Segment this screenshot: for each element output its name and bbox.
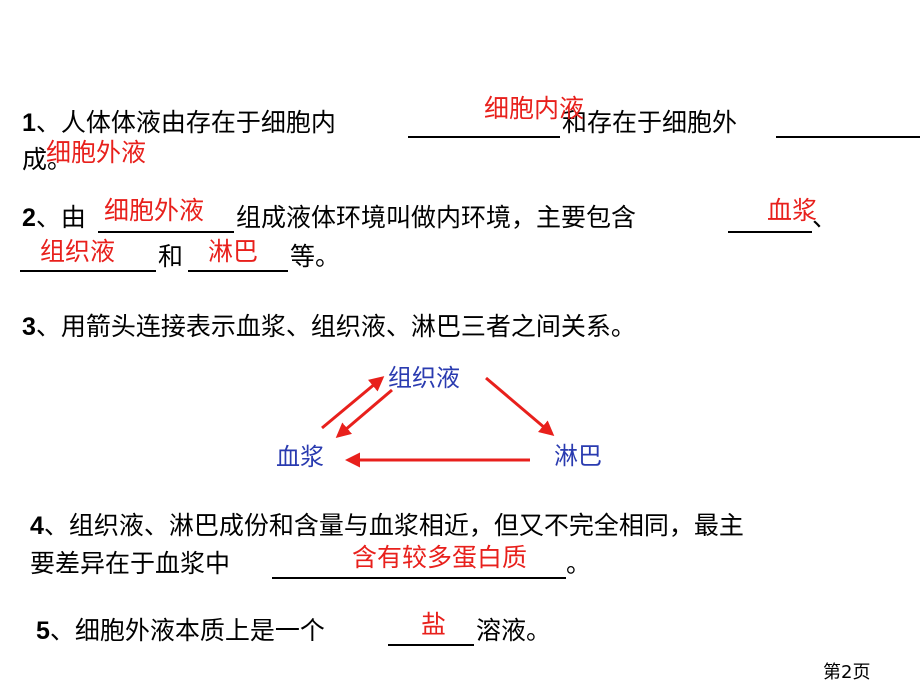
q4-number: 4 [30,512,44,540]
q5-text-a: 、细胞外液本质上是一个 [49,616,325,645]
q2-answer-2: 血浆 [767,196,818,225]
q2-blank-3[interactable] [20,270,156,272]
node-tissue-fluid: 组织液 [388,364,460,392]
node-plasma: 血浆 [276,443,324,471]
node-lymph: 淋巴 [554,442,602,470]
q1-line1: 1、人体体液由存在于细胞内 [22,108,336,138]
q1-blank-2[interactable] [776,136,920,138]
q2-text-d: 和 [158,242,184,271]
q2-answer-3: 组织液 [40,237,116,266]
q2-blank-1[interactable] [98,231,234,233]
q2-text-b: 组成液体环境叫做内环境，主要包含 [236,203,637,232]
q4-text-a: 、组织液、淋巴成份和含量与血浆相近，但又不完全相同，最主 [43,511,744,540]
q4-line1: 4、组织液、淋巴成份和含量与血浆相近，但又不完全相同，最主 [30,511,744,541]
q2-blank-4[interactable] [188,270,288,272]
arrow-plasma-to-tissue-fluid [321,376,385,430]
q4-text-c: 。 [566,549,592,578]
q1-text-c: 成。 [22,145,73,174]
q2-answer-4: 淋巴 [208,237,259,266]
q2-text-a: 、由 [35,203,86,232]
q4-text-b: 要差异在于血浆中 [30,549,231,578]
q1-number: 1 [22,109,36,137]
q3-number: 3 [22,313,36,341]
arrow-tissue-fluid-to-plasma [335,388,393,438]
q2-text-c: 、 [812,203,838,232]
q3-line: 3、用箭头连接表示血浆、组织液、淋巴三者之间关系。 [22,312,636,342]
q1-text-b: 和存在于细胞外 [562,108,738,137]
q1-text-a: 、人体体液由存在于细胞内 [35,108,336,137]
q5-number: 5 [36,617,50,645]
q4-blank-1[interactable] [272,577,566,579]
q5-text-b: 溶液。 [476,616,552,645]
q2-line1: 2、由 [22,203,86,233]
q5-blank-1[interactable] [388,644,474,646]
q4-answer-1: 含有较多蛋白质 [352,543,528,572]
q2-text-e: 等。 [290,242,341,271]
q1-answer-1: 细胞内液 [484,94,585,123]
q2-blank-2[interactable] [728,231,812,233]
q5-line: 5、细胞外液本质上是一个 [36,616,325,646]
page-number: 第2页 [823,662,871,683]
q3-text: 、用箭头连接表示血浆、组织液、淋巴三者之间关系。 [35,312,636,341]
q5-answer-1: 盐 [421,610,447,639]
q2-number: 2 [22,204,36,232]
q2-answer-1: 细胞外液 [104,196,205,225]
q1-blank-1[interactable] [408,136,560,138]
q1-answer-2: 细胞外液 [46,138,147,167]
arrow-tissue-fluid-to-lymph [485,376,555,436]
